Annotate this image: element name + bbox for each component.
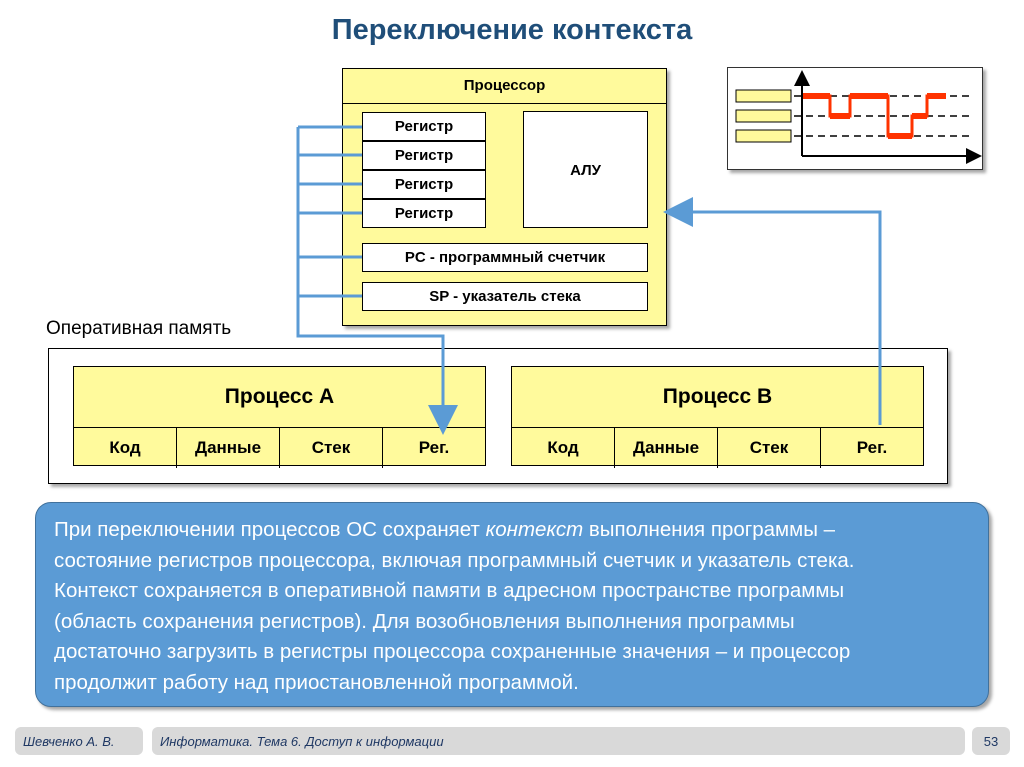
info-line-3: Контекст сохраняется в оперативной памят…	[54, 579, 845, 602]
timeline-bar-1	[735, 89, 792, 103]
slide-title: Переключение контекста	[331, 14, 693, 46]
info-line-1: При переключении процессов ОС сохраняет …	[54, 515, 972, 546]
info-line-4: (область сохранения регистров). Для возо…	[54, 609, 795, 633]
process-b: Процесс B Код Данные Стек Рег.	[511, 366, 924, 468]
page-number: 53	[972, 727, 1010, 755]
register-1: Регистр	[362, 112, 486, 141]
process-b-title: Процесс B	[512, 367, 923, 428]
sp-register: SP - указатель стека	[362, 282, 648, 311]
timeline-graphic	[735, 70, 982, 164]
info-line-2: состояние регистров процессора, включая …	[54, 548, 855, 572]
alu-box: АЛУ	[523, 111, 648, 228]
footer-author: Шевченко А. В.	[15, 727, 143, 755]
pc-register: PC - программный счетчик	[362, 243, 648, 272]
process-a: Процесс A Код Данные Стек Рег.	[73, 366, 486, 468]
process-a-title: Процесс A	[74, 367, 485, 428]
process-a-data: Данные	[177, 428, 280, 468]
info-line-5: достаточно загрузить в регистры процессо…	[54, 640, 851, 663]
process-a-code: Код	[74, 428, 177, 468]
register-4: Регистр	[362, 199, 486, 228]
info-emphasis: контекст	[485, 518, 584, 541]
process-b-registers: Рег.	[856, 438, 888, 457]
processor-title: Процессор	[342, 68, 667, 104]
info-text: При переключении процессов ОС сохраняет	[54, 518, 486, 541]
process-b-stack: Стек	[718, 428, 821, 468]
context-switch-timeline-icon	[727, 67, 983, 170]
register-3: Регистр	[362, 170, 486, 199]
timeline-signal	[803, 94, 946, 138]
ram-label: Оперативная память	[46, 318, 232, 339]
footer-course: Информатика. Тема 6. Доступ к информации	[152, 727, 965, 755]
timeline-bar-3	[735, 129, 792, 143]
timeline-bar-2	[735, 109, 792, 123]
info-line-6: продолжит работу над приостановленной пр…	[54, 670, 579, 694]
process-b-data: Данные	[615, 428, 718, 468]
info-text: выполнения программы –	[583, 518, 836, 541]
process-a-registers: Рег.	[418, 438, 450, 457]
process-a-stack: Стек	[280, 428, 383, 468]
process-b-code: Код	[512, 428, 615, 468]
info-box: При переключении процессов ОС сохраняет …	[35, 502, 989, 707]
register-2: Регистр	[362, 141, 486, 170]
